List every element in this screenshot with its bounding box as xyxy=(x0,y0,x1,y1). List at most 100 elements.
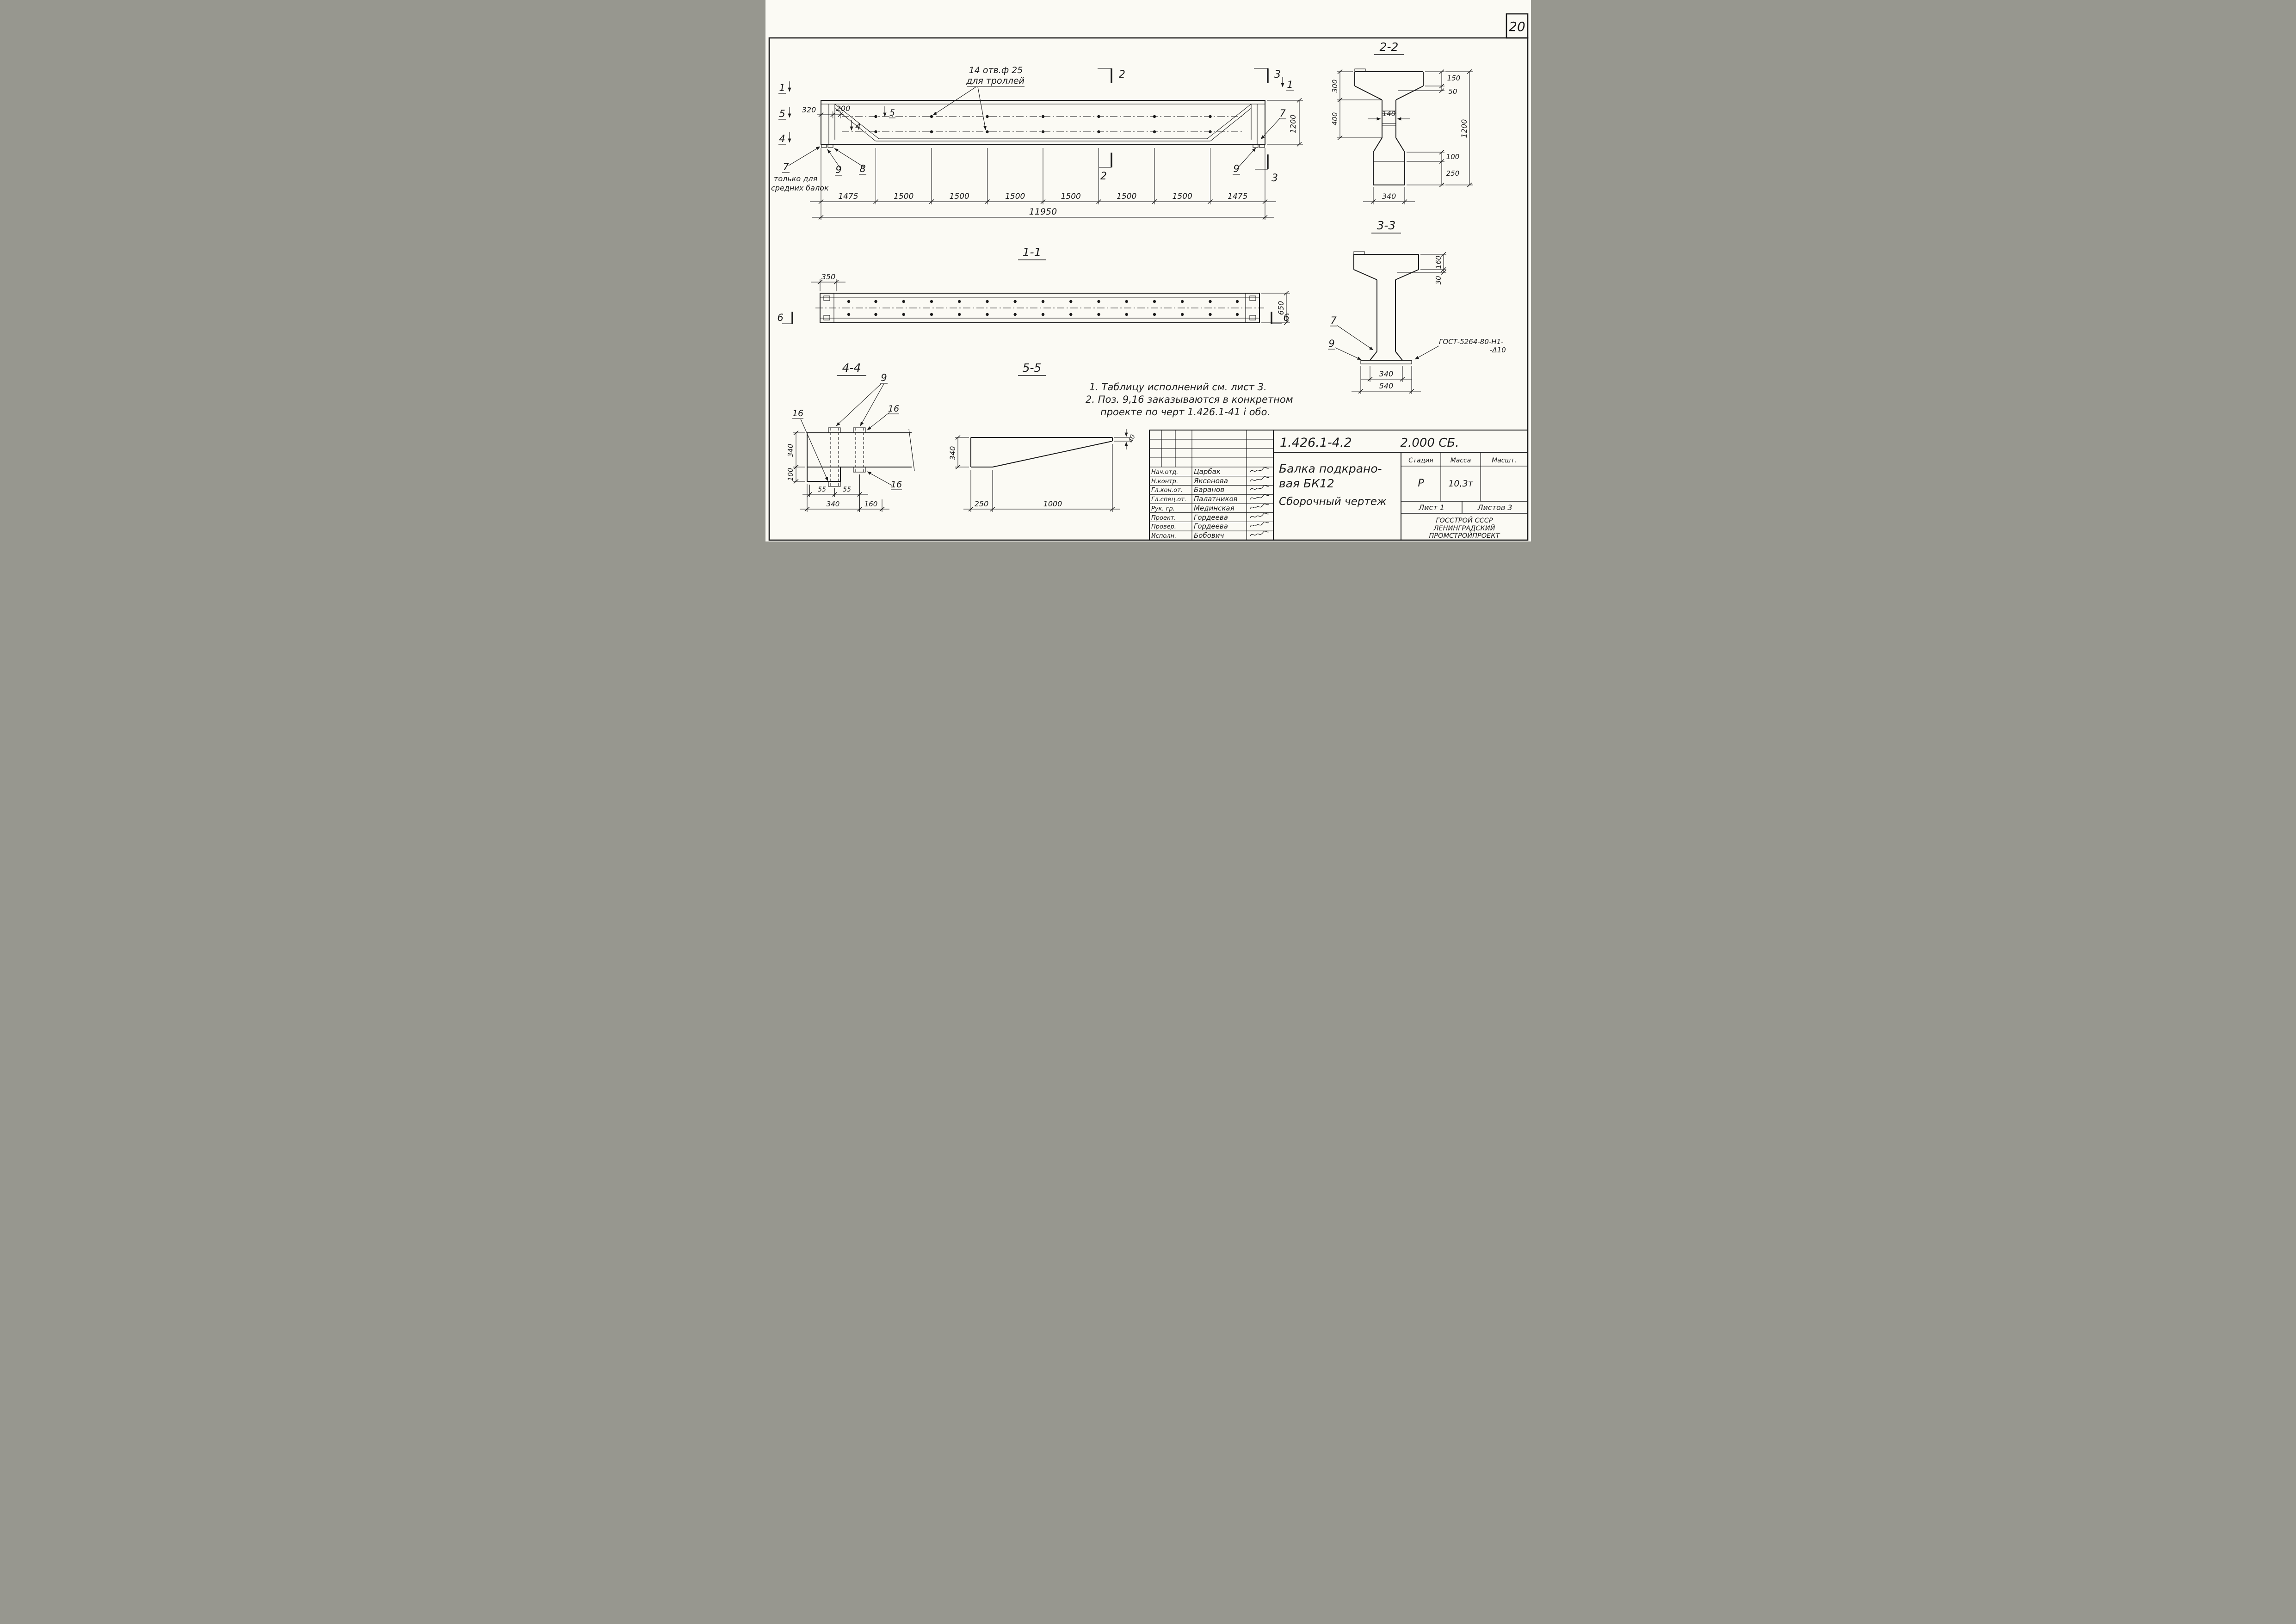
role-name: Гордеева xyxy=(1194,522,1228,530)
dim-340: 340 xyxy=(1379,369,1393,378)
pos-16: 16 xyxy=(890,480,901,490)
stage-value: Р xyxy=(1418,478,1424,489)
pos-9: 9 xyxy=(1328,338,1334,349)
sheet-number: Лист 1 xyxy=(1418,503,1444,512)
role-label: Н.контр. xyxy=(1151,478,1178,485)
page-number-box: 20 xyxy=(1506,13,1528,39)
hole-note-line2: для троллей xyxy=(966,76,1025,86)
pos-7: 7 xyxy=(1330,315,1337,326)
title-block: 1.426.1-4.2 2.000 СБ. Балка подкрано- ва… xyxy=(1148,430,1528,540)
doc-number: 1.426.1-4.2 xyxy=(1280,436,1352,450)
dim-150: 150 xyxy=(1447,74,1460,82)
dim-1000: 1000 xyxy=(1043,499,1062,508)
role-name: Бобович xyxy=(1194,531,1224,540)
crane-beam-outline xyxy=(820,100,1265,145)
doc-code: 2.000 СБ. xyxy=(1400,436,1459,450)
dim-segment: 1475 xyxy=(1228,192,1247,201)
weld-note-line1: ГОСТ-5264-80-Н1- xyxy=(1439,338,1504,346)
dim-segment: 1500 xyxy=(894,192,913,201)
dim-340: 340 xyxy=(948,446,957,461)
note-line-3: проекте по черт 1.426.1-41 i обо. xyxy=(1100,406,1270,418)
sheets-total: Листов 3 xyxy=(1477,503,1512,512)
stage-header: Стадия xyxy=(1408,457,1433,464)
dim-segment: 1500 xyxy=(1172,192,1192,201)
pos-7-right: 7 xyxy=(1279,108,1286,119)
org-line2: ЛЕНИНГРАДСКИЙ xyxy=(1433,524,1495,532)
blueprint-svg: 20 14 отв.ф 25 для троллей 1 5 4 xyxy=(768,13,1528,541)
doc-title-line2: вая БК12 xyxy=(1279,477,1334,490)
role-label: Нач.отд. xyxy=(1151,469,1178,476)
section-3-3: 3-3 160 30 7 9 ГОСТ-5264-80-Н1- -Δ10 340… xyxy=(1327,219,1506,394)
main-elevation-view: 14 отв.ф 25 для троллей 1 5 4 5 4 320 20… xyxy=(771,65,1303,220)
section-5-5-title: 5-5 xyxy=(1022,361,1041,375)
support-plate xyxy=(827,144,833,148)
section-1-1-title: 1-1 xyxy=(1022,246,1041,259)
role-label: Рук. гр. xyxy=(1151,505,1175,512)
mid-beams-note-line1: только для xyxy=(774,174,818,183)
dim-height-1200: 1200 xyxy=(1289,115,1297,134)
cut-flag-4-beam: 4 xyxy=(855,122,860,132)
doc-title-line1: Балка подкрано- xyxy=(1279,462,1382,475)
hole-note-line1: 14 отв.ф 25 xyxy=(969,65,1023,75)
pos-9-left: 9 xyxy=(835,164,841,175)
section-1-1: 1-1 350 6 6 650 xyxy=(777,246,1290,326)
pos-9: 9 xyxy=(881,372,887,383)
role-label: Проект. xyxy=(1151,515,1176,522)
dim-250: 250 xyxy=(974,499,988,508)
pos-16: 16 xyxy=(792,408,803,418)
cut-flag-6-left: 6 xyxy=(777,312,783,323)
role-name: Палатников xyxy=(1194,495,1238,503)
dim-340: 340 xyxy=(826,500,839,508)
page-number: 20 xyxy=(1509,19,1525,34)
support-plate xyxy=(1252,144,1259,148)
dim-segment: 1500 xyxy=(949,192,969,201)
cut-flag-4-left: 4 xyxy=(779,133,785,144)
dim-340: 340 xyxy=(1382,192,1396,201)
dim-320: 320 xyxy=(802,105,816,114)
role-name: Мединская xyxy=(1194,504,1234,512)
cut-flag-1-right: 1 xyxy=(1287,79,1293,90)
general-notes: 1. Таблицу исполнений см. лист 3. 2. Поз… xyxy=(1086,381,1293,418)
dim-100: 100 xyxy=(786,468,795,481)
dim-300: 300 xyxy=(1331,80,1339,93)
weld-note-line2: -Δ10 xyxy=(1490,346,1506,354)
dim-200: 200 xyxy=(836,104,850,113)
role-name: Яксенова xyxy=(1193,477,1228,485)
sheet-border xyxy=(768,37,1528,541)
role-label: Исполн. xyxy=(1151,533,1176,540)
dim-40: 40 xyxy=(1127,433,1136,443)
section-4-4: 4-4 9 16 16 16 340 100 55 55 340 160 xyxy=(786,361,915,512)
support-plate xyxy=(821,144,827,148)
role-label: Провер. xyxy=(1151,523,1176,530)
mass-header: Масса xyxy=(1450,457,1471,464)
dim-140: 140 xyxy=(1382,110,1395,118)
dim-segment: 1475 xyxy=(838,192,858,201)
role-name: Баранов xyxy=(1194,486,1224,494)
section-3-3-title: 3-3 xyxy=(1376,219,1395,232)
dim-340: 340 xyxy=(786,444,795,457)
note-line-1: 1. Таблицу исполнений см. лист 3. xyxy=(1089,381,1267,393)
cut-flag-3-top: 3 xyxy=(1274,69,1281,80)
doc-title-line3: Сборочный чертеж xyxy=(1279,496,1387,508)
signature-rows: Нач.отд. Царбак Н.контр. Яксенова Гл.кон… xyxy=(1151,467,1270,540)
mid-beams-note-line2: средних балок xyxy=(771,184,829,192)
dim-160: 160 xyxy=(864,500,877,508)
dim-50: 50 xyxy=(1448,87,1457,96)
cut-flag-1-left: 1 xyxy=(779,82,785,93)
dim-250: 250 xyxy=(1446,169,1459,178)
dim-400: 400 xyxy=(1331,112,1339,126)
pos-9-right: 9 xyxy=(1233,163,1239,174)
role-label: Гл.кон.от. xyxy=(1151,487,1183,494)
org-line3: ПРОМСТРОЙПРОЕКТ xyxy=(1429,531,1500,540)
section-2-2-title: 2-2 xyxy=(1379,40,1398,54)
dim-segment: 1500 xyxy=(1061,192,1080,201)
mass-value: 10,3т xyxy=(1448,479,1473,489)
dim-55: 55 xyxy=(818,486,826,493)
dim-540: 540 xyxy=(1379,381,1393,390)
dim-total: 11950 xyxy=(1029,207,1056,217)
section-4-4-title: 4-4 xyxy=(842,361,861,375)
dim-100: 100 xyxy=(1446,153,1459,161)
support-plate xyxy=(1259,144,1265,148)
cut-flag-2-top: 2 xyxy=(1119,69,1125,80)
dim-55: 55 xyxy=(843,486,851,493)
